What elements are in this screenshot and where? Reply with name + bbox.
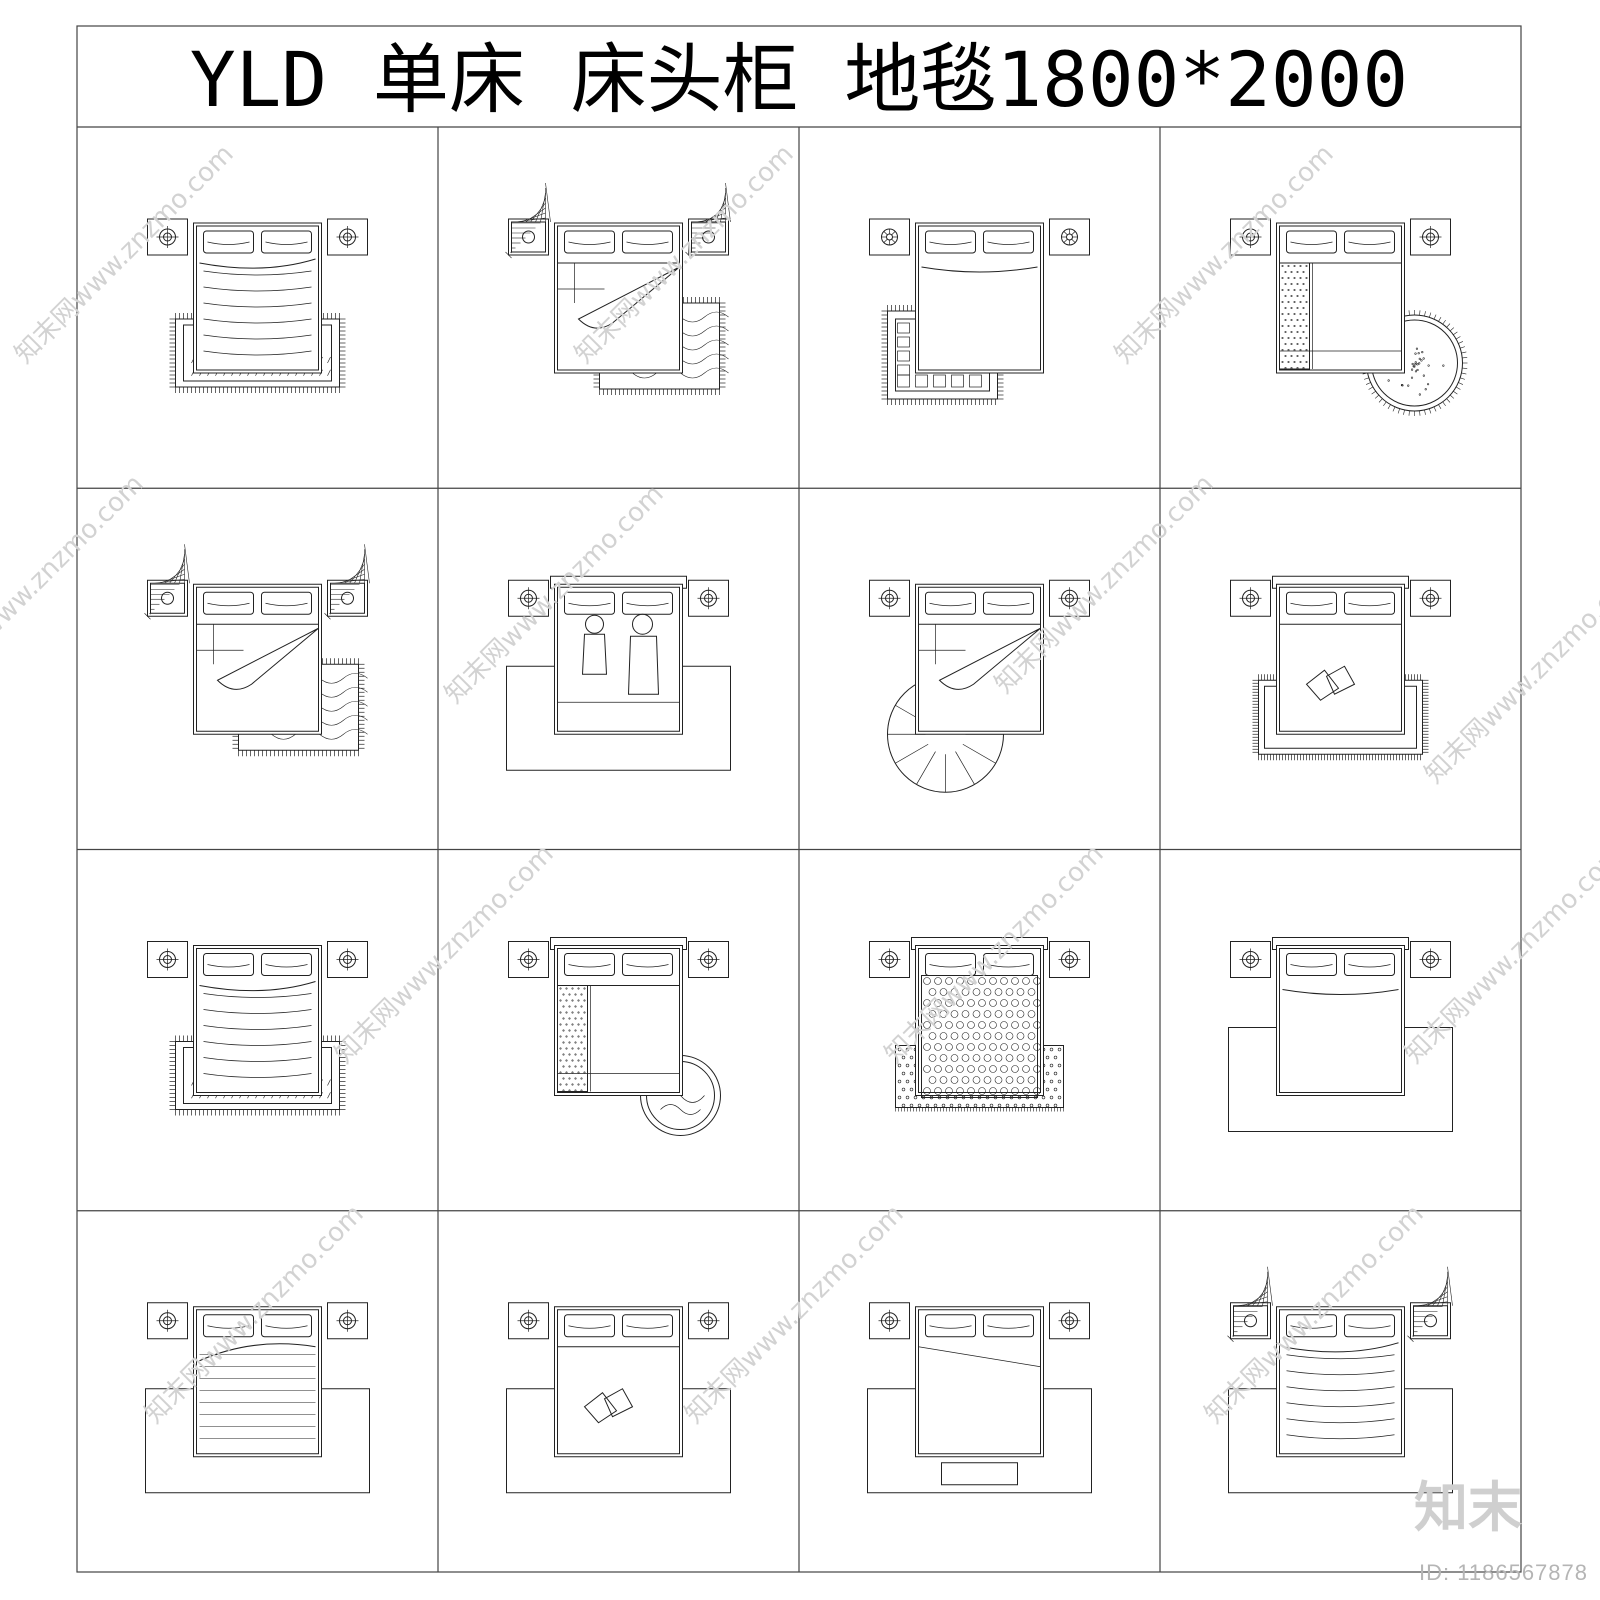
page-title: YLD 单床 床头柜 地毯1800*2000 [190, 35, 1408, 124]
nightstand-hatch [1228, 1267, 1273, 1342]
nightstand [1408, 1267, 1453, 1342]
nightstand [1231, 580, 1271, 616]
bed-block [1231, 219, 1468, 416]
bed-block [1231, 576, 1451, 760]
nightstand [689, 1303, 729, 1339]
nightstand [1411, 219, 1451, 255]
nightstand [870, 942, 910, 978]
bed [555, 1307, 683, 1457]
bed-block [506, 183, 731, 395]
nightstand [870, 580, 910, 616]
nightstand [1231, 942, 1271, 978]
nightstand [148, 942, 188, 978]
nightstand [328, 1303, 368, 1339]
nightstand [328, 219, 368, 255]
watermark-text: 知末网www.znzmo.com [1399, 839, 1600, 1070]
nightstand [870, 1303, 910, 1339]
nightstand [1411, 580, 1451, 616]
bed [555, 946, 683, 1096]
bed-block [148, 219, 368, 393]
nightstand [1228, 1267, 1273, 1342]
bed [194, 946, 322, 1096]
nightstand [328, 942, 368, 978]
nightstand-hatch [145, 544, 190, 619]
nightstand [1050, 219, 1090, 255]
id-label: ID: 1186567878 [1419, 1560, 1588, 1586]
nightstand [509, 942, 549, 978]
nightstand [689, 580, 729, 616]
nightstand [1050, 942, 1090, 978]
bed-block [509, 938, 729, 1136]
nightstand [148, 1303, 188, 1339]
bed [194, 584, 322, 734]
bed [194, 223, 322, 373]
nightstand [689, 942, 729, 978]
bed-block [870, 219, 1090, 405]
watermark-text: 知末网www.znzmo.com [0, 469, 150, 700]
nightstand [1411, 942, 1451, 978]
bed-block [148, 942, 368, 1116]
nightstand [1050, 1303, 1090, 1339]
bed [1277, 584, 1405, 734]
nightstand-hatch [1408, 1267, 1453, 1342]
bed-block [145, 544, 370, 756]
watermark-text: 知末网www.znzmo.com [1419, 559, 1600, 790]
bed [916, 223, 1044, 373]
bed [916, 1307, 1044, 1457]
bed-bench [942, 1463, 1018, 1485]
nightstand [509, 1303, 549, 1339]
bed [1277, 946, 1405, 1096]
nightstand-hatch [506, 183, 551, 258]
nightstand-hatch [325, 544, 370, 619]
bed [1277, 223, 1405, 373]
logo-mark: 知末 [1414, 1463, 1522, 1542]
bed [555, 584, 683, 734]
nightstand [325, 544, 370, 619]
nightstand [145, 544, 190, 619]
bed-block [868, 1303, 1092, 1493]
watermark-text: 知末网www.znzmo.com [329, 839, 560, 1070]
nightstand [870, 219, 910, 255]
nightstand [506, 183, 551, 258]
